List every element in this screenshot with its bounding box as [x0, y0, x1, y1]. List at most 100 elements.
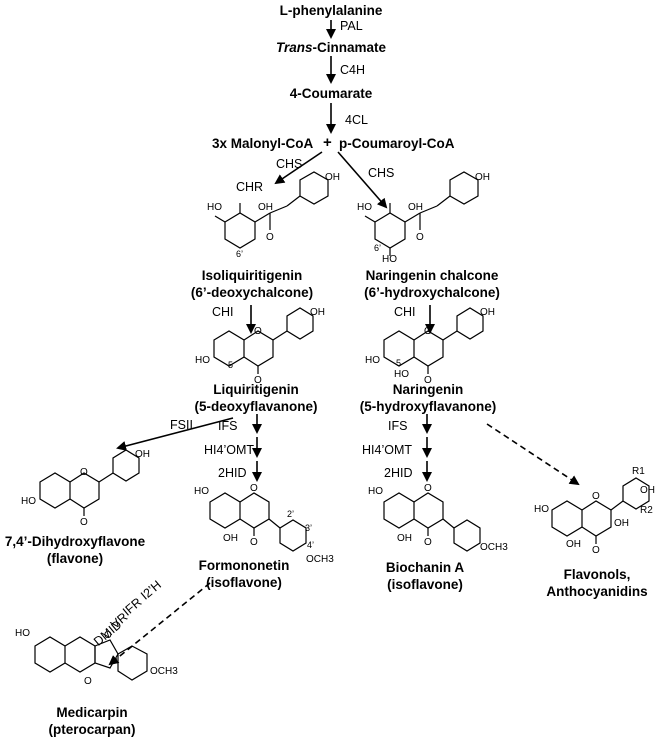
arrow-to-isoliquiritigenin [274, 151, 323, 185]
enzyme-pal: PAL [340, 19, 363, 33]
flavonols-o-label: O [592, 545, 600, 556]
metabolite-anthocyanidins: Anthocyanidins [546, 584, 648, 599]
naringenin-5-label: 5 [396, 358, 402, 368]
formononetin-2prime-label: 2’ [287, 509, 295, 519]
liquiritigenin-oh-label: OH [310, 307, 325, 318]
chalcone-ho-label: HO [357, 202, 372, 213]
liquiritigenin-o-label: O [254, 375, 262, 386]
class-flavone: (flavone) [46, 551, 104, 566]
class-isoflavone-left: (isoflavone) [206, 575, 282, 590]
enzyme-ifs-right: IFS [388, 419, 408, 433]
flavone-oh-label: OH [135, 449, 150, 460]
liquiritigenin-5-label: 5 [228, 360, 234, 370]
dihydroxyflavone-structure [39, 449, 140, 516]
formononetin-structure [209, 492, 307, 552]
metabolite-malonyl-coa: 3x Malonyl-CoA [212, 136, 314, 151]
isoliquiritigenin-o-label: O [266, 232, 274, 243]
naringenin-o-label: O [424, 375, 432, 386]
enzyme-2hid-right: 2HID [384, 466, 413, 480]
liquiritigenin-structure [213, 307, 314, 374]
cinnamate-rest: -Cinnamate [312, 40, 387, 55]
class-5-deoxyflavanone: (5-deoxyflavanone) [194, 399, 318, 414]
class-6prime-hydroxychalcone: (6’-hydroxychalcone) [364, 285, 500, 300]
naringenin-chalcone-structure [364, 171, 479, 256]
class-pterocarpan: (pterocarpan) [48, 722, 136, 737]
naringenin-ho-label: HO [365, 355, 380, 366]
enzyme-chs-left: CHS [276, 157, 303, 171]
isoliquiritigenin-6prime-label: 6’ [236, 249, 244, 259]
flavonols-r1-label: R1 [632, 466, 645, 477]
medicarpin-och3-label: OCH3 [150, 666, 178, 677]
metabolite-7-4-dihydroxyflavone: 7,4’-Dihydroxyflavone [4, 534, 146, 549]
formononetin-oh-label: OH [223, 533, 238, 544]
flavonols-ring-o-label: O [592, 491, 600, 502]
enzyme-chs-right: CHS [368, 166, 395, 180]
biochanin-ho-label: HO [368, 486, 383, 497]
metabolite-l-phenylalanine: L-phenylalanine [279, 3, 383, 18]
metabolite-trans-cinnamate: Trans-Cinnamate [276, 40, 386, 55]
enzyme-hi4omt-left: HI4’OMT [204, 443, 254, 457]
medicarpin-o1-label: O [84, 676, 92, 687]
flavonols-oh3-label: OH [614, 518, 629, 529]
arrow-to-naringenin-chalcone [337, 151, 388, 209]
enzyme-chr: CHR [236, 180, 264, 194]
enzyme-2hid-left: 2HID [218, 466, 247, 480]
isoliquiritigenin-ho-label: HO [207, 202, 222, 213]
arrow-fsii [116, 417, 234, 451]
medicarpin-structure [34, 636, 148, 681]
flavone-o-label: O [80, 517, 88, 528]
enzyme-ifs-left: IFS [218, 419, 238, 433]
formononetin-4prime-label: 4’ [307, 540, 315, 550]
flavonols-oh-label: OH [566, 539, 581, 550]
chalcone-6prime-label: 6’ [374, 243, 382, 253]
formononetin-o-label: O [250, 537, 258, 548]
biochanin-o-label: O [424, 537, 432, 548]
flavone-ho-label: HO [21, 496, 36, 507]
medicarpin-o2-label: O [104, 630, 112, 641]
chalcone-ho2-label: HO [382, 254, 397, 265]
metabolite-p-coumaroyl-coa: p-Coumaroyl-CoA [339, 136, 455, 151]
isoliquiritigenin-structure [214, 171, 329, 249]
metabolite-naringenin: Naringenin [392, 382, 464, 397]
naringenin-ring-o-label: O [424, 326, 432, 337]
enzyme-fsii: FSII [170, 418, 193, 432]
medicarpin-ho-label: HO [15, 628, 30, 639]
enzyme-chi-right: CHI [394, 305, 416, 319]
flavonols-ho-label: HO [534, 504, 549, 515]
liquiritigenin-ring-o-label: O [254, 326, 262, 337]
class-6prime-deoxychalcone: (6’-deoxychalcone) [190, 285, 314, 300]
flavonols-r2-label: R2 [640, 505, 653, 516]
chalcone-oh4-label: OH [475, 172, 490, 183]
chalcone-o-label: O [416, 232, 424, 243]
enzyme-c4h: C4H [340, 63, 366, 77]
metabolite-4-coumarate: 4-Coumarate [289, 86, 373, 101]
metabolite-biochanin-a: Biochanin A [385, 560, 465, 575]
chalcone-oh-label: OH [408, 202, 423, 213]
biochanin-structure [383, 492, 481, 552]
metabolite-formononetin: Formononetin [198, 558, 290, 573]
biochanin-ring-o-label: O [424, 483, 432, 494]
biochanin-och3-label: OCH3 [480, 542, 508, 553]
flavone-ring-o-label: O [80, 467, 88, 478]
flavonols-structure [551, 477, 650, 544]
dashed-arrow-to-flavonols [486, 423, 580, 486]
naringenin-oh-label: OH [480, 307, 495, 318]
naringenin-structure [383, 307, 484, 374]
metabolite-isoliquiritigenin: Isoliquiritigenin [201, 268, 303, 283]
metabolite-naringenin-chalcone: Naringenin chalcone [365, 268, 499, 283]
formononetin-ring-o-label: O [250, 483, 258, 494]
naringenin-ho2-label: HO [394, 369, 409, 380]
flavonols-oh4-label: OH [640, 485, 655, 496]
formononetin-3prime-label: 3’ [305, 523, 313, 533]
formononetin-och3-label: OCH3 [306, 554, 334, 565]
metabolite-medicarpin: Medicarpin [56, 705, 128, 720]
enzyme-hi4omt-right: HI4’OMT [362, 443, 412, 457]
class-isoflavone-right: (isoflavone) [387, 577, 463, 592]
enzyme-chi-left: CHI [212, 305, 234, 319]
trans-italic: Trans [275, 40, 313, 55]
isoliquiritigenin-oh-label: OH [258, 202, 273, 213]
liquiritigenin-ho-label: HO [195, 355, 210, 366]
class-5-hydroxyflavanone: (5-hydroxyflavanone) [359, 399, 497, 414]
